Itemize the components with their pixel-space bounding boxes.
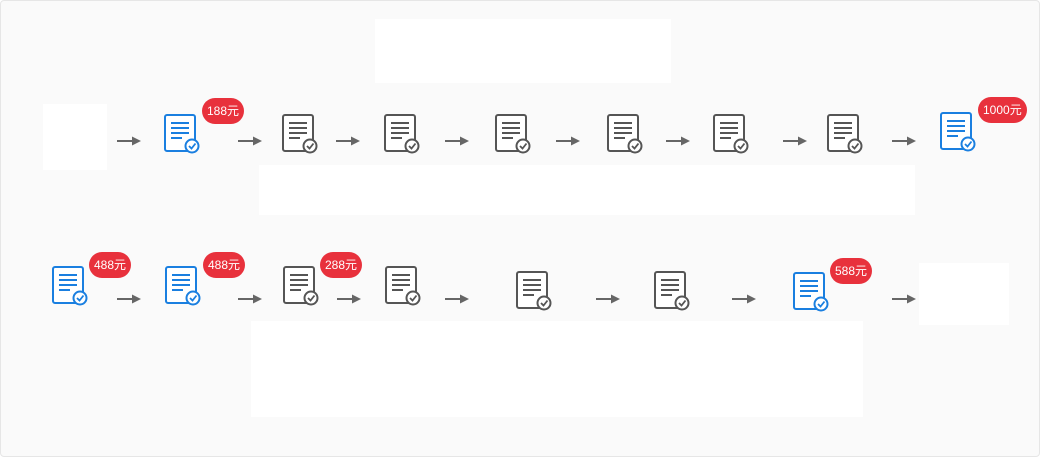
step-node-r1-4[interactable] xyxy=(494,113,532,155)
document-check-icon xyxy=(385,266,421,306)
document-check-icon xyxy=(165,266,201,306)
document-check-icon xyxy=(940,112,976,152)
document-check-icon xyxy=(607,114,643,154)
document-check-icon xyxy=(516,271,552,311)
arrow-right-icon xyxy=(445,136,469,146)
document-check-icon xyxy=(713,114,749,154)
step-node-r1-2[interactable] xyxy=(281,113,319,155)
step-node-r1-6[interactable] xyxy=(712,113,750,155)
arrow-right-icon xyxy=(783,136,807,146)
arrow-right-icon xyxy=(238,136,262,146)
arrow-right-icon xyxy=(336,136,360,146)
price-badge: 488元 xyxy=(89,252,132,278)
arrow-right-icon xyxy=(117,136,141,146)
document-check-icon xyxy=(654,271,690,311)
arrow-right-icon xyxy=(892,136,916,146)
step-node-r1-8[interactable] xyxy=(939,111,977,153)
step-node-r2-4[interactable] xyxy=(384,265,422,307)
arrow-right-icon xyxy=(556,136,580,146)
step-node-r2-3[interactable] xyxy=(282,265,320,307)
step-node-r2-5[interactable] xyxy=(515,270,553,312)
placeholder-block xyxy=(375,19,671,83)
document-check-icon xyxy=(283,266,319,306)
step-node-r2-2[interactable] xyxy=(164,265,202,307)
step-node-r2-1[interactable] xyxy=(51,265,89,307)
document-check-icon xyxy=(52,266,88,306)
arrow-right-icon xyxy=(238,294,262,304)
document-check-icon xyxy=(827,114,863,154)
arrow-right-icon xyxy=(892,294,916,304)
step-node-r1-7[interactable] xyxy=(826,113,864,155)
placeholder-block xyxy=(919,263,1009,325)
placeholder-block xyxy=(251,321,863,417)
document-check-icon xyxy=(495,114,531,154)
arrow-right-icon xyxy=(117,294,141,304)
document-check-icon xyxy=(384,114,420,154)
price-badge: 588元 xyxy=(830,258,873,284)
step-node-r1-1[interactable] xyxy=(163,113,201,155)
arrow-right-icon xyxy=(666,136,690,146)
placeholder-block xyxy=(43,104,107,170)
document-check-icon xyxy=(793,272,829,312)
step-node-r2-7[interactable] xyxy=(792,271,830,313)
step-node-r1-5[interactable] xyxy=(606,113,644,155)
arrow-right-icon xyxy=(445,294,469,304)
document-check-icon xyxy=(282,114,318,154)
price-badge: 488元 xyxy=(203,252,246,278)
price-badge: 188元 xyxy=(202,98,245,124)
document-check-icon xyxy=(164,114,200,154)
step-node-r1-3[interactable] xyxy=(383,113,421,155)
step-node-r2-6[interactable] xyxy=(653,270,691,312)
arrow-right-icon xyxy=(732,294,756,304)
arrow-right-icon xyxy=(596,294,620,304)
arrow-right-icon xyxy=(337,294,361,304)
price-badge: 1000元 xyxy=(978,97,1027,123)
placeholder-block xyxy=(259,165,915,215)
price-badge: 288元 xyxy=(320,252,363,278)
